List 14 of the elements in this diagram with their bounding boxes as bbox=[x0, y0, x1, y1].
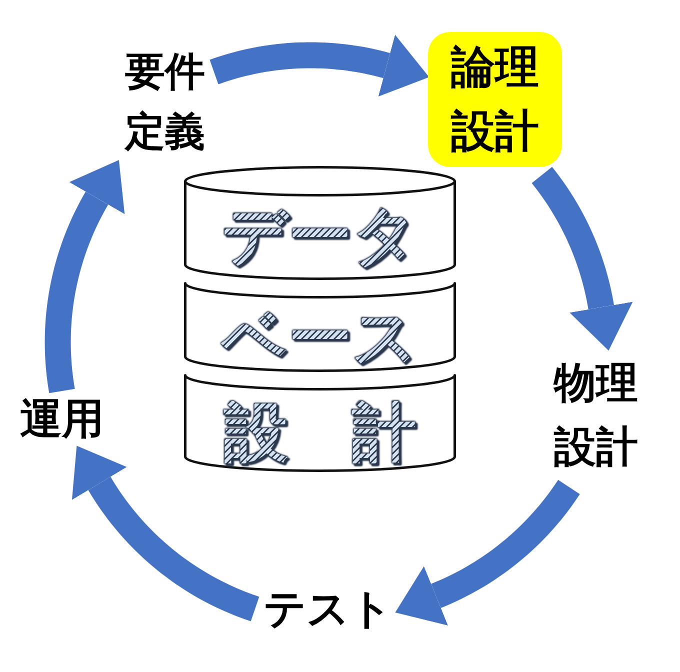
cycle-arrow bbox=[532, 166, 633, 351]
stage-label: テスト bbox=[262, 584, 394, 634]
database-cylinder-segment bbox=[184, 374, 456, 472]
cycle-arrow bbox=[72, 446, 260, 622]
stage-label: 物理設計 bbox=[551, 351, 641, 479]
cycle-arrow bbox=[208, 34, 430, 96]
database-cylinder-segment bbox=[184, 282, 456, 372]
cycle-arrow bbox=[44, 160, 125, 396]
stage-label: 要件定義 bbox=[122, 42, 208, 162]
highlighted-stage-box bbox=[428, 32, 562, 167]
database-cylinder-segment bbox=[184, 166, 456, 280]
stage-label: 運用 bbox=[17, 394, 107, 444]
stage-label: 論理設計 bbox=[450, 40, 540, 158]
cycle-arrow bbox=[395, 480, 580, 626]
